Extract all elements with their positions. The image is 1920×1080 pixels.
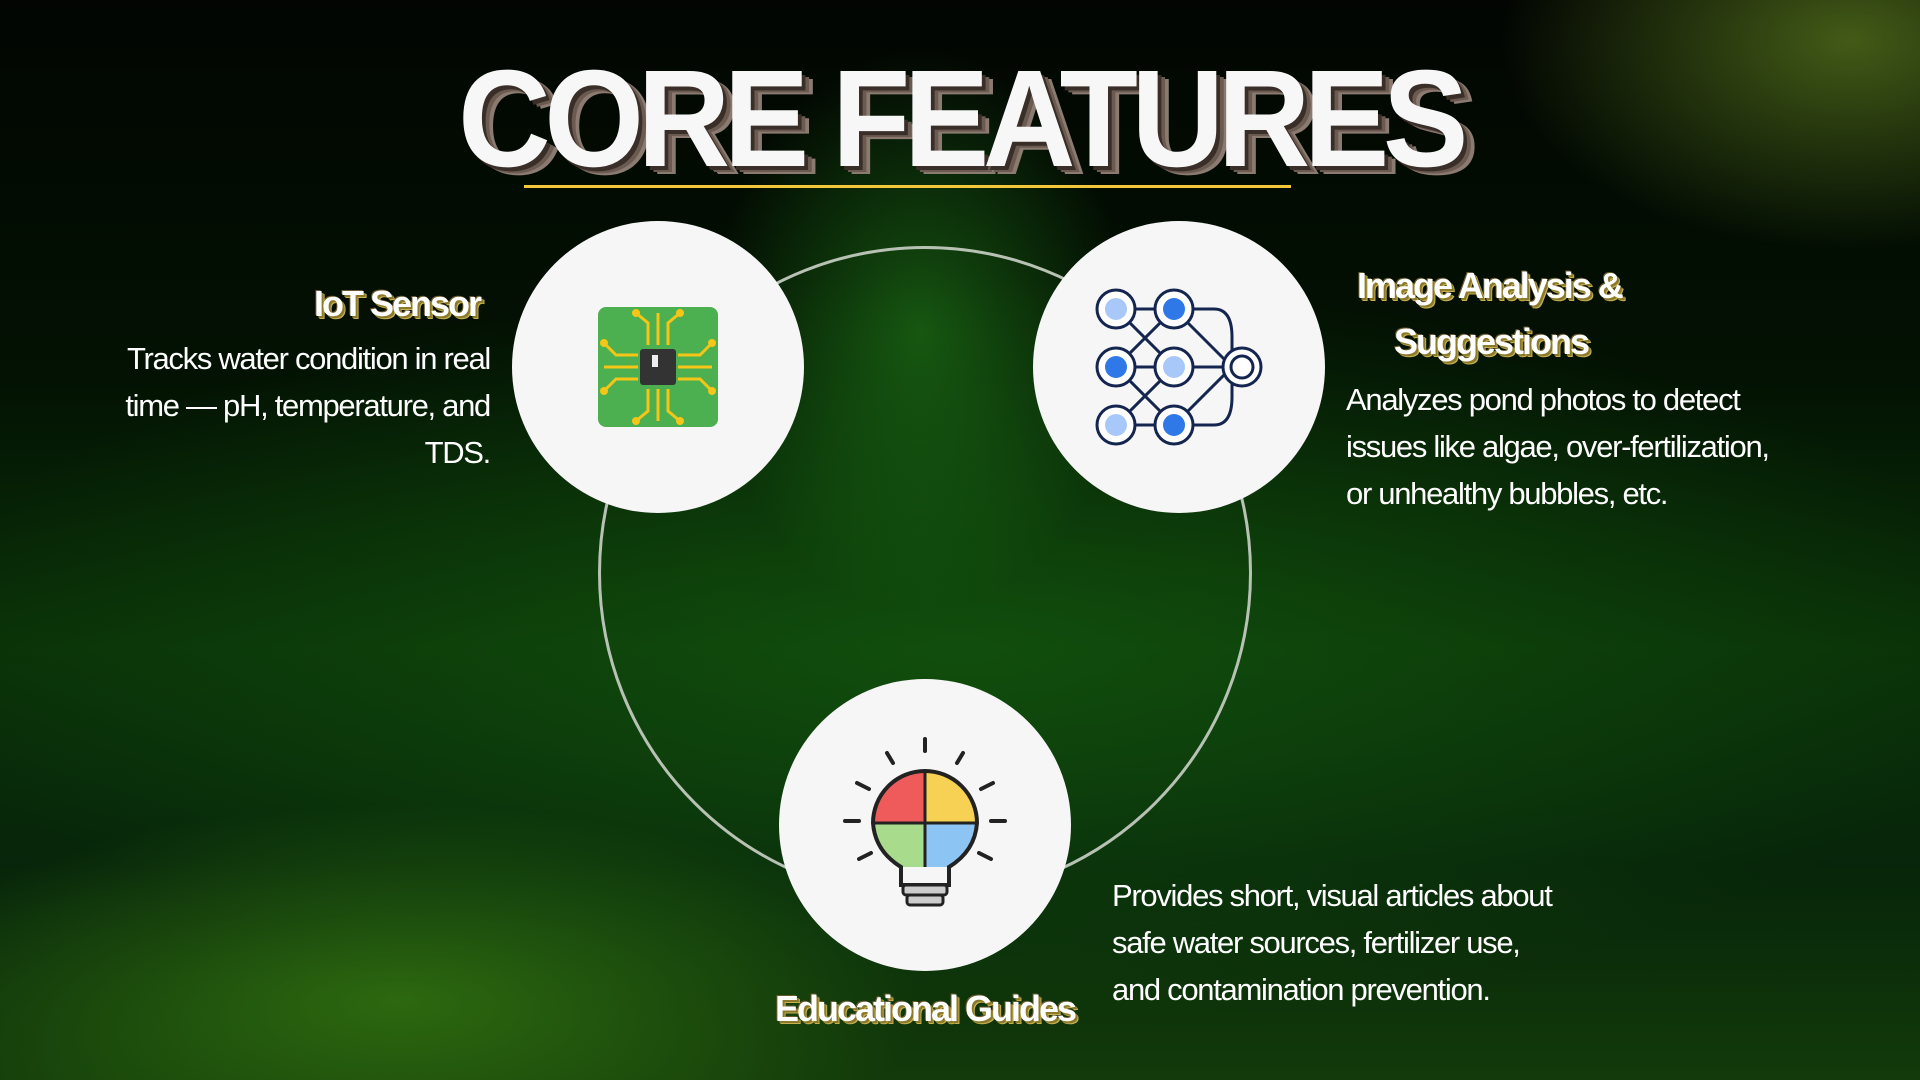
- image-analysis-description: Analyzes pond photos to detect issues li…: [1346, 376, 1770, 517]
- image-analysis-heading-line2: Suggestions: [1394, 321, 1590, 362]
- educational-guides-description: Provides short, visual articles about sa…: [1112, 872, 1553, 1013]
- description-line: issues like algae, over-fertilization,: [1346, 429, 1770, 464]
- image-analysis-heading: Image Analysis &: [1357, 265, 1624, 306]
- description-line: TDS.: [424, 435, 492, 470]
- neural-network-icon: [1095, 288, 1263, 446]
- iot-sensor-description: Tracks water condition in real time — pH…: [125, 335, 492, 476]
- description-line: Analyzes pond photos to detect: [1346, 382, 1741, 417]
- title-underline: [524, 185, 1291, 188]
- description-line: safe water sources, fertilizer use,: [1112, 925, 1521, 960]
- description-line: or unhealthy bubbles, etc.: [1346, 476, 1669, 511]
- iot-sensor-circle: [512, 221, 804, 513]
- iot-sensor-heading: IoT Sensor: [313, 283, 482, 324]
- circuit-chip-icon: [598, 307, 718, 427]
- description-line: and contamination prevention.: [1112, 972, 1491, 1007]
- description-line: Provides short, visual articles about: [1112, 878, 1553, 913]
- educational-guides-heading: Educational Guides: [774, 988, 1077, 1029]
- page-title: CORE FEATURES: [458, 42, 1468, 196]
- image-analysis-circle: [1033, 221, 1325, 513]
- description-line: time — pH, temperature, and: [125, 388, 491, 423]
- lightbulb-puzzle-icon: [843, 737, 1007, 907]
- educational-guides-circle: [779, 679, 1071, 971]
- description-line: Tracks water condition in real: [126, 341, 491, 376]
